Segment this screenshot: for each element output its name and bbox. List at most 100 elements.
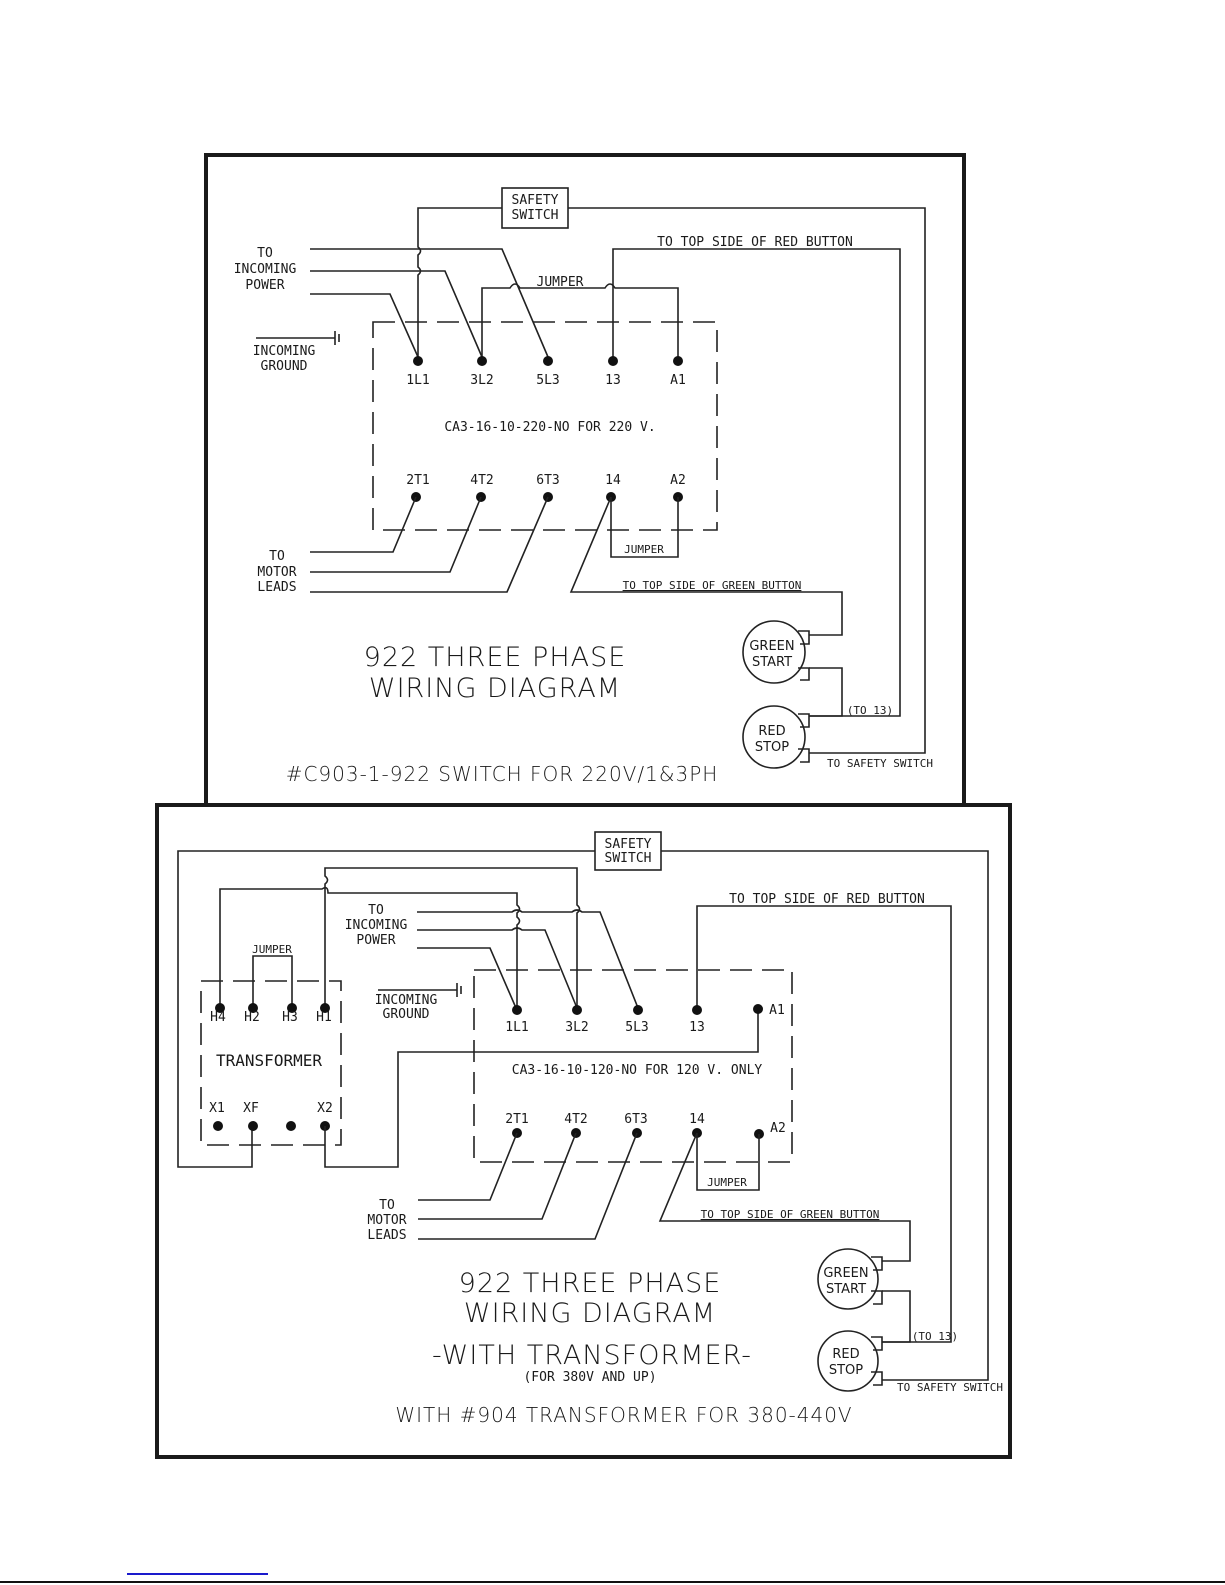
diagram-footer: WITH #904 TRANSFORMER FOR 380-440V [395, 1403, 852, 1427]
jumper-14-A2 [696, 1133, 760, 1191]
wire-14-to-green [658, 1132, 911, 1262]
safety-switch-label-2: SWITCH [512, 208, 559, 223]
svg-text:TO: TO [368, 903, 384, 918]
jumper-bottom-label: JUMPER [707, 1176, 747, 1189]
wire-motor-T1 [310, 496, 417, 553]
wire-13-to-red [696, 905, 952, 1343]
svg-text:INCOMING: INCOMING [375, 993, 438, 1008]
svg-text:MOTOR: MOTOR [257, 565, 296, 580]
incoming-power-label: TO INCOMING POWER [234, 246, 297, 293]
wire-green-to-red [882, 1290, 911, 1343]
svg-text:SAFETY: SAFETY [605, 837, 652, 852]
wire-power-L3 [417, 909, 639, 1009]
svg-text:RED: RED [758, 724, 785, 739]
to-13-label: (TO 13) [912, 1330, 958, 1343]
wire-power-L2 [310, 270, 483, 358]
top-terminals: 1L1 3L2 5L3 13 A1 [505, 1003, 785, 1035]
terminal-label: 1L1 [406, 373, 429, 388]
svg-text:GROUND: GROUND [261, 359, 308, 374]
wire-X2-to-A1 [324, 1008, 759, 1168]
svg-text:TO: TO [269, 549, 285, 564]
jumper-bottom-label: JUMPER [624, 543, 664, 556]
svg-text:STOP: STOP [829, 1363, 863, 1378]
wire-14-to-green [569, 496, 843, 636]
wire-power-L2 [417, 927, 578, 1009]
to-green-button-label: TO TOP SIDE OF GREEN BUTTON [623, 579, 802, 592]
svg-text:POWER: POWER [356, 933, 395, 948]
top-terminals: 1L1 3L2 5L3 13 A1 [406, 356, 686, 388]
wire-power-L1 [310, 293, 419, 358]
svg-text:TO: TO [379, 1198, 395, 1213]
wire-motor-T2 [418, 1132, 577, 1220]
svg-text:A1: A1 [769, 1003, 785, 1018]
incoming-ground: INCOMING GROUND [253, 331, 340, 374]
svg-text:SWITCH: SWITCH [605, 851, 652, 866]
to-13-label: (TO 13) [847, 704, 893, 717]
svg-text:JUMPER: JUMPER [252, 943, 292, 956]
terminal-label: 2T1 [406, 473, 429, 488]
footer-link-underline[interactable] [127, 1573, 268, 1575]
svg-text:H4: H4 [210, 1010, 226, 1025]
incoming-power-label: TO INCOMING POWER [345, 903, 408, 948]
wire-power-L3 [310, 248, 549, 358]
green-start-button: GREEN START [742, 620, 810, 684]
diagram-footer: #C903-1-922 SWITCH FOR 220V/1&3PH [286, 762, 719, 786]
terminal-label: 5L3 [536, 373, 559, 388]
terminal-label: 14 [605, 473, 621, 488]
to-safety-switch-label: TO SAFETY SWITCH [897, 1381, 1003, 1394]
svg-text:1L1: 1L1 [505, 1020, 528, 1035]
wire-safety-to-red-stop [568, 207, 926, 754]
terminal-label: A1 [670, 373, 686, 388]
svg-text:5L3: 5L3 [625, 1020, 648, 1035]
wire-safety-to-red-stop [661, 850, 989, 1381]
diagram-title-line2: WIRING DIAGRAM [369, 673, 621, 704]
diagram-220v: SAFETY SWITCH TO INCOMING POWER INCOMING… [204, 153, 966, 809]
contactor-model: CA3-16-10-120-NO FOR 120 V. ONLY [512, 1063, 763, 1078]
svg-text:INCOMING: INCOMING [234, 262, 297, 277]
svg-text:H1: H1 [316, 1010, 332, 1025]
safety-switch: SAFETY SWITCH [501, 187, 569, 229]
terminal-label: 4T2 [470, 473, 493, 488]
motor-leads-label: TO MOTOR LEADS [367, 1198, 406, 1243]
svg-text:START: START [826, 1282, 866, 1297]
wire-motor-T3 [310, 496, 549, 593]
svg-text:RED: RED [832, 1347, 859, 1362]
terminal-label: 6T3 [536, 473, 559, 488]
terminal-label: A2 [670, 473, 686, 488]
transformer-label: TRANSFORMER [216, 1051, 322, 1070]
jumper-3L2-A1 [481, 283, 679, 357]
diagram-with-transformer: SAFETY SWITCH TO INCOMING POWER INCOMING… [155, 803, 1012, 1459]
transformer: JUMPER H4 H2 H3 H1 TRANSFORMER X1 XF X2 [200, 943, 342, 1146]
contactor-box [372, 321, 718, 531]
to-red-button-label: TO TOP SIDE OF RED BUTTON [657, 235, 853, 250]
diagram-title-note: (FOR 380V AND UP) [523, 1370, 656, 1385]
jumper-14-A2 [610, 497, 679, 558]
to-safety-switch-label: TO SAFETY SWITCH [827, 757, 933, 770]
wire-motor-T2 [310, 496, 482, 573]
svg-text:LEADS: LEADS [257, 580, 296, 595]
diagram-title-line3: -WITH TRANSFORMER- [432, 1340, 752, 1371]
svg-text:LEADS: LEADS [367, 1228, 406, 1243]
svg-text:GREEN: GREEN [823, 1266, 868, 1281]
svg-text:GROUND: GROUND [383, 1007, 430, 1022]
svg-text:3L2: 3L2 [565, 1020, 588, 1035]
diagram-frame [155, 803, 1012, 1459]
svg-text:XF: XF [243, 1101, 259, 1116]
diagram-title-line1: 922 THREE PHASE [459, 1268, 722, 1299]
ground-icon [378, 983, 462, 997]
svg-text:TO: TO [257, 246, 273, 261]
svg-text:X1: X1 [209, 1101, 225, 1116]
svg-text:GREEN: GREEN [749, 639, 794, 654]
wire-H4-to-1L1 [219, 886, 521, 1006]
wire-green-to-red [809, 667, 843, 717]
svg-text:POWER: POWER [245, 278, 284, 293]
svg-text:14: 14 [689, 1112, 705, 1127]
wire-power-L1 [417, 947, 517, 1009]
wire-motor-T1 [418, 1132, 518, 1201]
wire-safety-loop-left [177, 850, 595, 1168]
safety-switch-label-1: SAFETY [512, 193, 559, 208]
svg-text:MOTOR: MOTOR [367, 1213, 406, 1228]
svg-text:START: START [752, 655, 792, 670]
svg-text:6T3: 6T3 [624, 1112, 647, 1127]
